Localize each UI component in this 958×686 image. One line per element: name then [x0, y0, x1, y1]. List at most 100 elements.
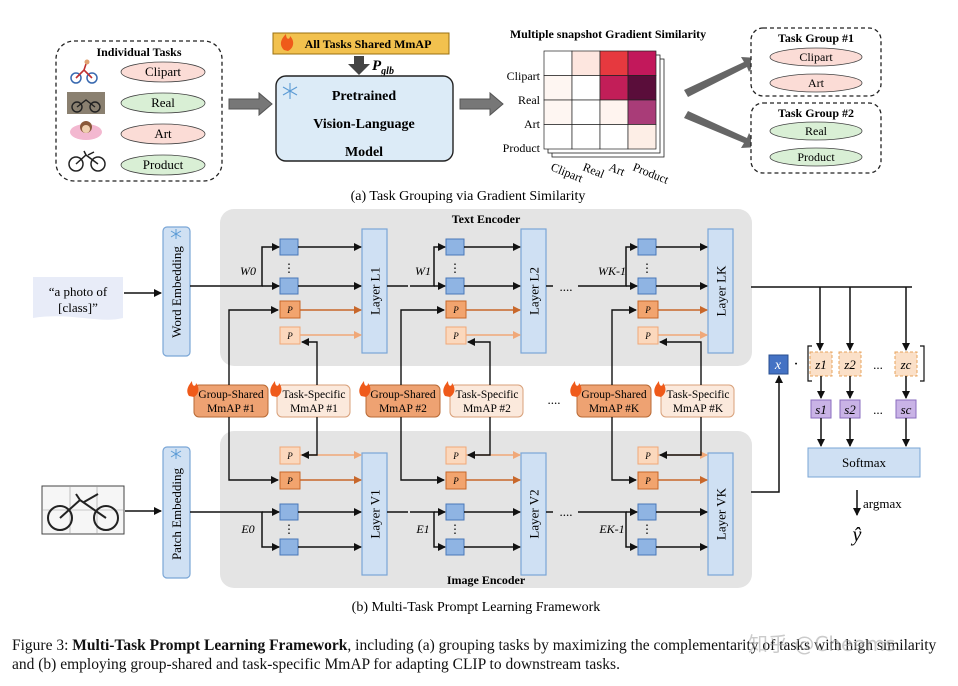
stage-ellipsis: .... — [560, 279, 573, 294]
word-embedding-snowflake-icon — [170, 229, 182, 239]
flow-arrow-1 — [228, 91, 273, 117]
heatmap-row-product: Product — [503, 141, 541, 155]
heatmap-col-art: Art — [607, 160, 628, 179]
bracket-left — [807, 345, 812, 382]
heatmap-cell — [571, 50, 601, 76]
input-split-arrow — [578, 511, 638, 551]
image-weight-label: E0 — [240, 522, 254, 536]
argmax-label: argmax — [863, 496, 902, 511]
heatmap-cell — [543, 75, 573, 101]
task-pill-art — [120, 123, 206, 145]
heatmap-title: Multiple snapshot Gradient Similarity — [510, 27, 706, 41]
text-token-square — [279, 238, 299, 256]
vlm-line-3: Model — [345, 145, 383, 160]
input-split-arrow — [190, 243, 280, 287]
heatmap-cell — [627, 50, 657, 76]
dot-operator: · — [793, 356, 798, 373]
group1-label-art: Art — [808, 76, 825, 90]
heatmap-cell — [599, 124, 629, 150]
task-pill-real — [120, 92, 206, 114]
image-layer-box — [361, 452, 388, 576]
individual-tasks-title: Individual Tasks — [96, 45, 181, 59]
group-shared-mmap-box — [576, 384, 652, 418]
arrow-to-group2 — [684, 111, 758, 148]
p-glb-label: Pglb — [372, 58, 394, 77]
prompt-card — [33, 277, 123, 320]
prompt-line-2: [class]” — [58, 300, 98, 315]
image-token-square — [279, 538, 299, 556]
task-label-product: Product — [143, 157, 184, 172]
figure-caption-bold: Multi-Task Prompt Learning Framework — [72, 637, 348, 654]
image-layer-label: Layer V2 — [527, 489, 542, 538]
bicycle-image — [41, 485, 125, 535]
image-encoder-panel — [220, 431, 752, 588]
task-specific-mmap-box — [276, 384, 351, 418]
input-split-arrow — [190, 511, 280, 551]
group-shared-title: Group-Shared — [198, 389, 263, 401]
task-specific-title: Task-Specific — [666, 389, 729, 401]
image-group-prompt-label: P — [452, 476, 459, 486]
word-embedding-label: Word Embedding — [169, 246, 184, 338]
task-specific-mmap-box — [660, 384, 735, 418]
heatmap-cell — [571, 99, 601, 125]
fire-icon — [570, 381, 582, 397]
softmax-label: Softmax — [842, 455, 887, 470]
text-task-prompt-label: P — [286, 331, 293, 341]
photo-bike-icon — [67, 92, 105, 114]
fire-icon — [443, 381, 455, 397]
text-layer-box — [361, 228, 388, 354]
text-weight-label: WK-1 — [598, 264, 626, 278]
group-shared-title: Group-Shared — [581, 389, 646, 401]
text-layer-label: Layer LK — [714, 265, 729, 317]
mmap-ellipsis: .... — [548, 392, 561, 407]
z1-label: z1 — [814, 357, 827, 372]
image-task-prompt-label: P — [452, 451, 459, 461]
snowflake-icon — [282, 83, 298, 99]
heatmap-row-clipart: Clipart — [507, 69, 541, 83]
group-shared-index: MmAP #K — [589, 403, 640, 415]
task-group-2-title: Task Group #2 — [778, 106, 854, 120]
text-layer-label: Layer L2 — [527, 267, 542, 315]
image-group-prompt-label: P — [286, 476, 293, 486]
vlm-box — [275, 75, 454, 162]
image-layer-box — [520, 452, 547, 576]
mmap-connector — [659, 338, 702, 385]
shared-mmap-box — [272, 32, 450, 55]
figure-caption: Figure 3: Multi-Task Prompt Learning Fra… — [12, 636, 948, 674]
caption-b: (b) Multi-Task Prompt Learning Framework — [352, 600, 601, 615]
image-token-square — [445, 538, 465, 556]
image-layer-box — [707, 452, 734, 576]
group2-label-real: Real — [805, 124, 828, 138]
fire-icon — [280, 34, 294, 51]
text-token-square — [279, 277, 299, 295]
vdots: ⋮ — [283, 261, 295, 275]
group2-pill-real — [769, 121, 863, 141]
text-encoder-title: Text Encoder — [452, 212, 521, 226]
y-hat-label: ŷ — [851, 524, 862, 546]
s1-label: s1 — [815, 402, 827, 417]
heatmap-cell — [543, 50, 573, 76]
task-specific-index: MmAP #K — [673, 403, 724, 415]
vdots: ⋮ — [449, 522, 461, 536]
patch-embedding-label: Patch Embedding — [169, 467, 184, 560]
text-group-prompt-label: P — [452, 305, 459, 315]
sc-label: sc — [901, 402, 912, 417]
group-shared-mmap-box — [365, 384, 441, 418]
mmap-connector — [301, 417, 318, 459]
image-layer-label: Layer VK — [714, 487, 729, 540]
vlm-line-1: Pretrained — [332, 89, 396, 104]
z-ellipsis: ... — [873, 357, 883, 372]
text-task-prompt-label: P — [452, 331, 459, 341]
text-group-prompt-label: P — [286, 305, 293, 315]
image-weight-label: E1 — [415, 522, 429, 536]
product-bike-icon — [68, 150, 106, 172]
flow-arrow-2 — [459, 91, 504, 117]
heatmap-cell — [543, 124, 573, 150]
task-specific-index: MmAP #2 — [463, 403, 511, 415]
text-token-square — [637, 238, 657, 256]
arrow-to-group1 — [684, 57, 758, 97]
art-girl-icon — [70, 121, 102, 140]
task-specific-title: Task-Specific — [455, 389, 518, 401]
image-token-square — [445, 503, 465, 521]
